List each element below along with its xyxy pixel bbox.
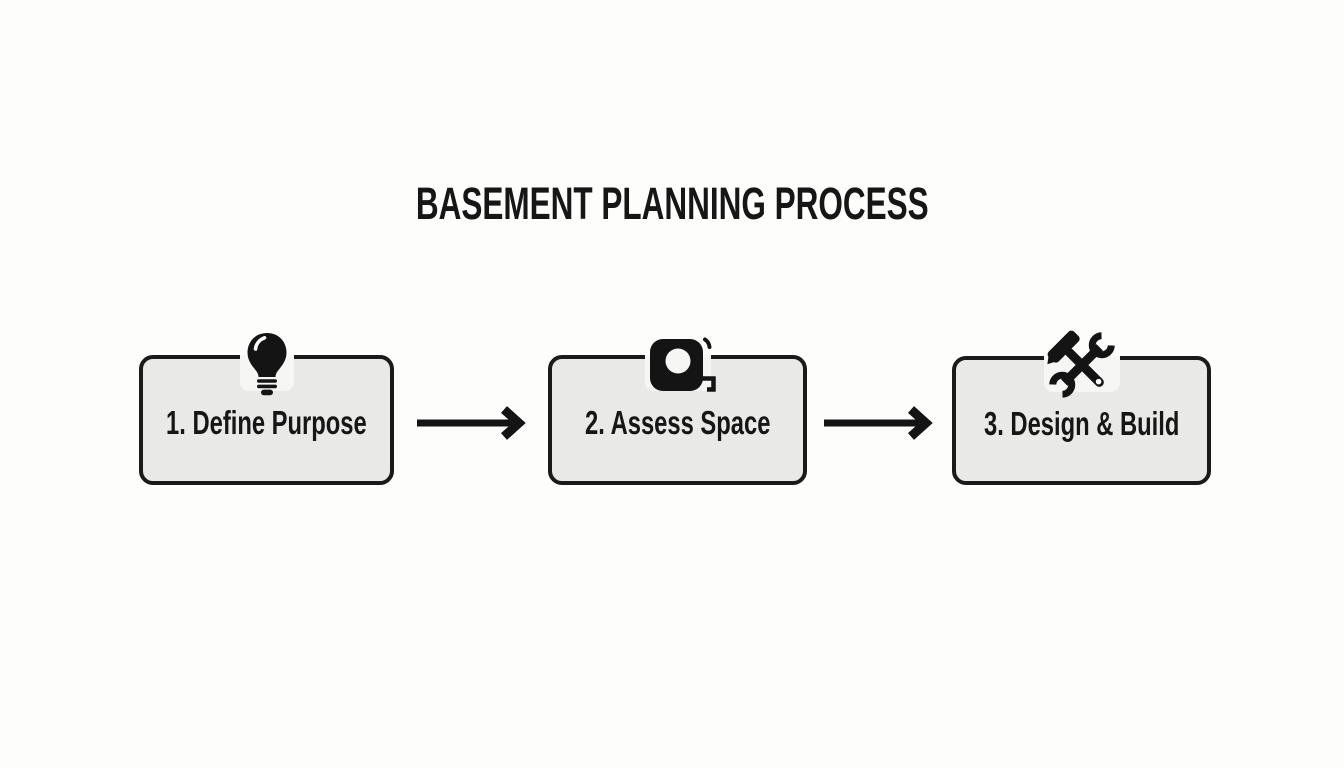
arrow-right-icon — [824, 406, 933, 440]
step-label: 3. Design & Build — [983, 404, 1180, 442]
tape-measure-icon — [649, 337, 716, 392]
arrow-right-icon — [417, 406, 526, 440]
step-box-design-build: 3. Design & Build — [952, 330, 1211, 485]
page-title-text: BASEMENT PLANNING PROCESS — [415, 178, 929, 229]
step-box-assess-space: 2. Assess Space — [548, 337, 807, 485]
step-label: 1. Define Purpose — [166, 404, 367, 441]
lightbulb-icon — [247, 333, 286, 396]
page-title: BASEMENT PLANNING PROCESS — [0, 181, 1344, 226]
step-label: 2. Assess Space — [584, 404, 771, 441]
hammer-wrench-icon — [1046, 330, 1115, 398]
step-box-define-purpose: 1. Define Purpose — [139, 333, 394, 485]
